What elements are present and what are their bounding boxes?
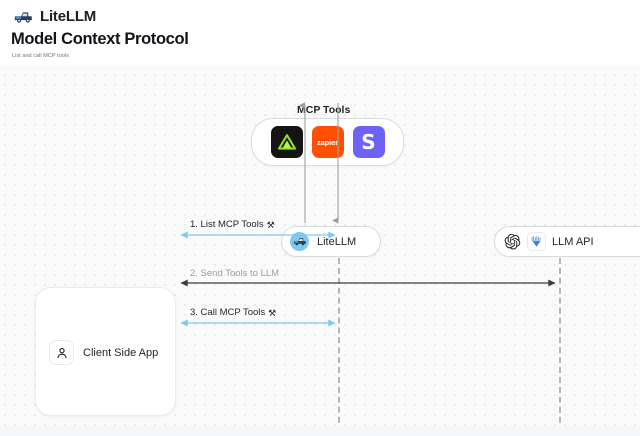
page-subtitle: List and call MCP tools bbox=[12, 53, 69, 59]
canvas-footer bbox=[0, 426, 640, 436]
message-1-label: 1. List MCP Tools⚒ bbox=[190, 219, 275, 231]
message-3-arrow bbox=[180, 319, 336, 327]
slack-tool-chip[interactable]: S bbox=[352, 126, 385, 158]
litellm-lifeline bbox=[338, 258, 340, 436]
client-node-content: Client Side App bbox=[49, 340, 158, 365]
user-icon bbox=[49, 340, 74, 365]
openai-logo-icon bbox=[504, 233, 521, 250]
message-1-arrow bbox=[180, 231, 336, 239]
litellm-node[interactable]: LiteLLM bbox=[281, 226, 381, 257]
llm-api-lifeline bbox=[559, 258, 561, 436]
brand-name: LiteLLM bbox=[40, 8, 97, 25]
llm-api-node[interactable]: LLM API bbox=[494, 226, 640, 257]
client-node[interactable]: Client Side App bbox=[35, 287, 176, 416]
zapier-logo-icon: zapier bbox=[316, 137, 339, 147]
slack-s-icon: S bbox=[361, 130, 376, 154]
client-node-label: Client Side App bbox=[83, 346, 159, 359]
truck-icon bbox=[14, 11, 32, 23]
tools-icon: ⚒ bbox=[266, 221, 275, 231]
message-send-tools-to-llm[interactable]: 2. Send Tools to LLM bbox=[176, 262, 560, 288]
page-title: Model Context Protocol bbox=[11, 30, 189, 48]
mcp-tools-group[interactable]: zapier S bbox=[251, 118, 404, 166]
litellm-node-label: LiteLLM bbox=[317, 235, 357, 248]
diagram-canvas: MCP Tools zapier S bbox=[0, 66, 640, 436]
message-3-label: 3. Call MCP Tools⚒ bbox=[190, 307, 277, 319]
mcp-tools-group-label: MCP Tools bbox=[297, 104, 351, 116]
mcp-litellm-link-arrows bbox=[298, 102, 339, 224]
andela-tool-chip[interactable] bbox=[270, 126, 303, 158]
message-list-mcp-tools[interactable]: 1. List MCP Tools⚒ bbox=[176, 214, 340, 240]
message-call-mcp-tools[interactable]: 3. Call MCP Tools⚒ bbox=[176, 302, 340, 328]
llm-api-node-label: LLM API bbox=[552, 235, 594, 248]
tools-icon: ⚒ bbox=[268, 309, 277, 319]
message-2-arrow bbox=[180, 279, 556, 287]
message-2-label: 2. Send Tools to LLM bbox=[190, 268, 280, 279]
brand: LiteLLM bbox=[14, 8, 96, 25]
anthropic-logo-icon bbox=[527, 232, 546, 251]
green-triangle-icon bbox=[277, 134, 296, 150]
